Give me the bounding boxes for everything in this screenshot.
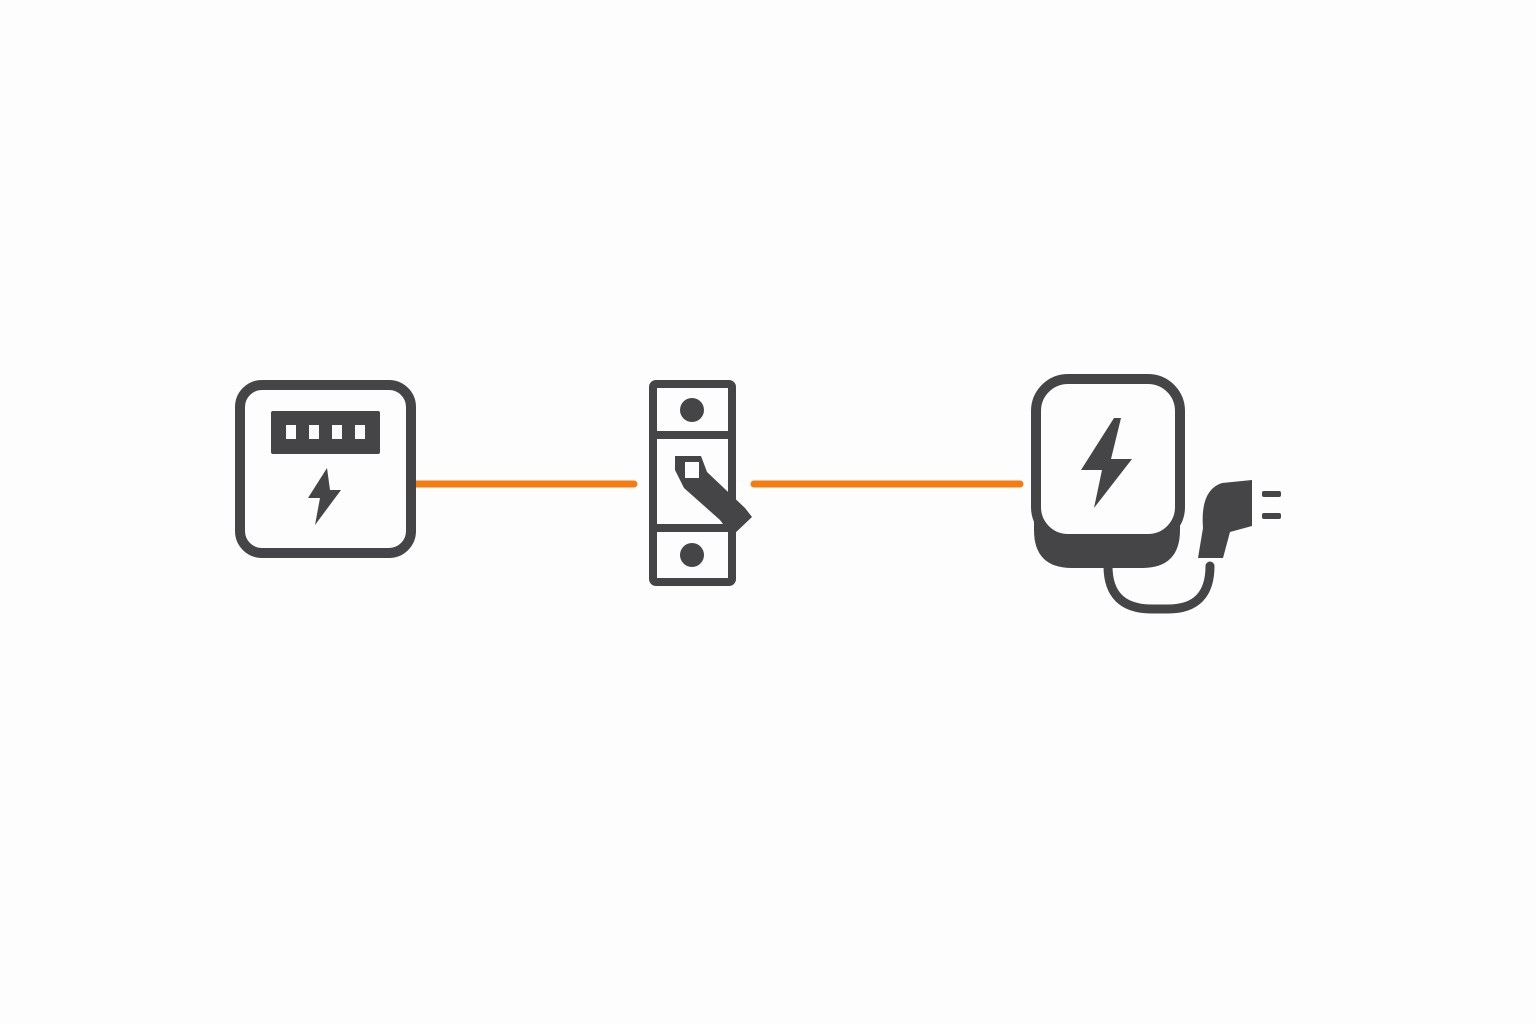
electricity-meter-icon [235,380,416,558]
ev-charger-icon [1031,374,1281,614]
circuit-breaker-icon [649,380,752,586]
